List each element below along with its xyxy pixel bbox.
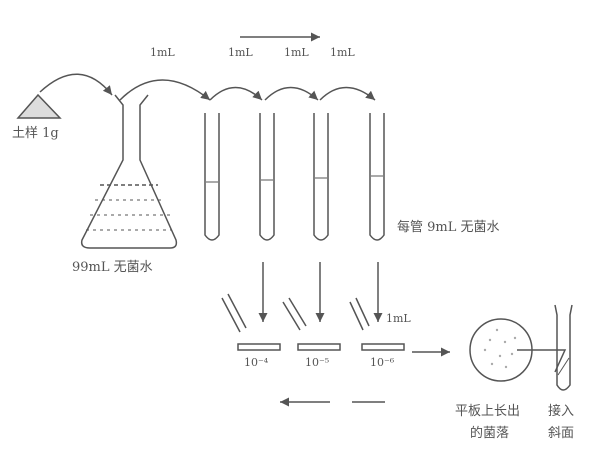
dilution-label-1: 10⁻⁴ (244, 356, 269, 369)
dilution-label-2: 10⁻⁵ (305, 356, 330, 369)
transfer-label-4: 1mL (330, 46, 355, 59)
transfer-label-plate: 1mL (386, 312, 411, 325)
dilution-label-3: 10⁻⁶ (370, 356, 395, 369)
arrow-tube3-to-tube4 (319, 86, 376, 101)
inoculation-line (517, 349, 567, 373)
arrow-tube2-to-tube3 (264, 86, 319, 101)
colonies (483, 328, 517, 369)
colonies-label-line1: 平板上长出 (455, 404, 521, 419)
soil-sample-label: 土样 1g (12, 126, 59, 141)
arrow-tube1-to-tube2 (209, 86, 263, 101)
arrow-soil-to-flask (39, 73, 113, 96)
flask (80, 94, 178, 249)
transfer-label-1: 1mL (150, 46, 175, 59)
soil-pile (16, 93, 62, 119)
colonies-label-line2: 的菌落 (470, 426, 510, 441)
transfer-label-2: 1mL (228, 46, 253, 59)
slant-label-line1: 接入 (548, 404, 575, 419)
slant-tube (554, 304, 573, 391)
tube-water-label: 每管 9mL 无菌水 (397, 220, 500, 235)
slant-label-line2: 斜面 (548, 426, 575, 441)
transfer-label-3: 1mL (284, 46, 309, 59)
test-tubes (204, 113, 385, 241)
flask-water-label: 99mL 无菌水 (72, 260, 153, 275)
arrow-flask-to-tube1 (119, 79, 211, 101)
plates (221, 293, 405, 351)
